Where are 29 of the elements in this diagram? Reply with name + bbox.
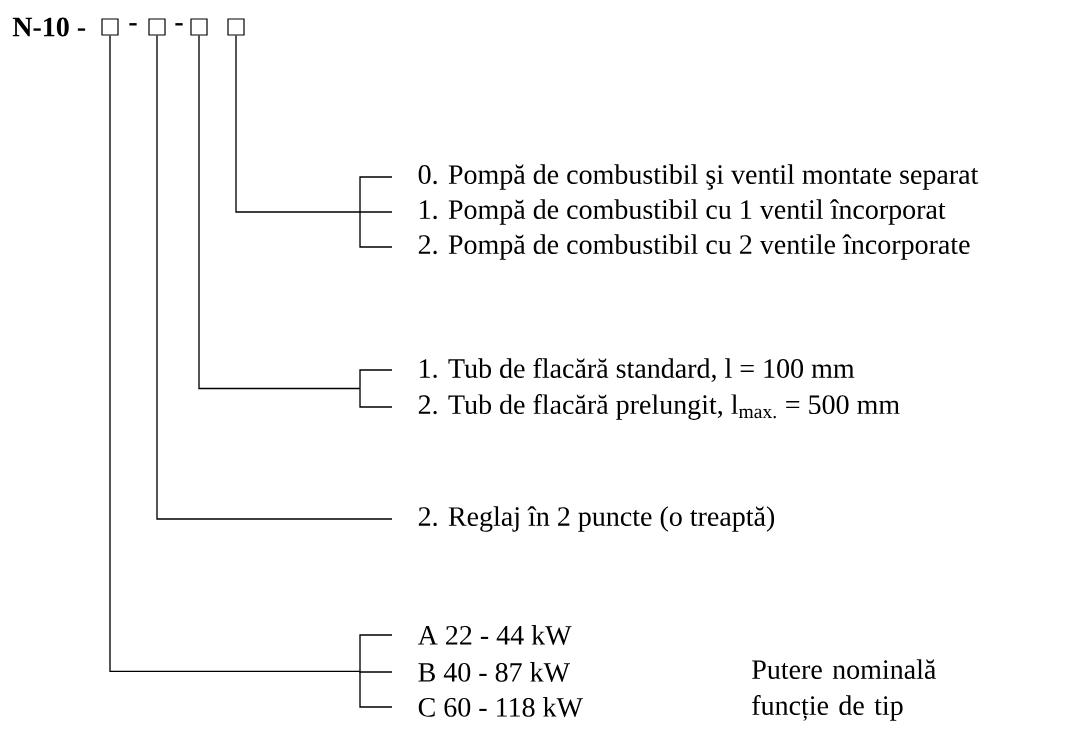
option-text: 0. Pompă de combustibil şi ventil montate separat <box>418 164 979 190</box>
connector-line <box>198 34 361 390</box>
bracket-branch <box>359 211 393 248</box>
blank-square <box>148 18 166 36</box>
model-code: N-10 - <box>12 17 86 37</box>
connector-line <box>109 34 361 672</box>
bracket-branch <box>359 176 393 213</box>
option-text: 1. Tub de flacără standard, l = 100 mm <box>420 358 855 382</box>
option-text: C 60 - 118 kW <box>418 697 583 717</box>
bracket-branch <box>359 670 393 673</box>
option-text: 2. Tub de flacără prelungit, l$_{max.}$ = 500 mm <box>418 394 900 420</box>
option-text: B 40 - 87 kW <box>418 662 570 682</box>
blank-square <box>190 18 208 36</box>
connector-line <box>156 34 393 520</box>
note-text: Putere nominală funcție de tip <box>752 659 936 721</box>
separator-dash: - <box>129 23 137 26</box>
bracket-branch <box>359 387 393 408</box>
option-text: A 22 - 44 kW <box>417 625 572 645</box>
blank-square <box>227 18 245 36</box>
separator-dash: - <box>175 23 183 26</box>
bracket-branch <box>359 369 393 390</box>
option-text: 1. Pompă de combustibil cu 1 ventil încorporat <box>420 199 946 225</box>
bracket-branch <box>359 211 393 213</box>
bracket-branch <box>359 634 393 672</box>
connector-line <box>235 34 361 213</box>
option-text: 2. Reglaj în 2 puncte (o treaptă) <box>418 506 775 532</box>
option-text: 2. Pompă de combustibil cu 2 ventile încorporate <box>418 234 970 260</box>
bracket-branch <box>359 670 393 708</box>
blank-square <box>101 18 119 36</box>
